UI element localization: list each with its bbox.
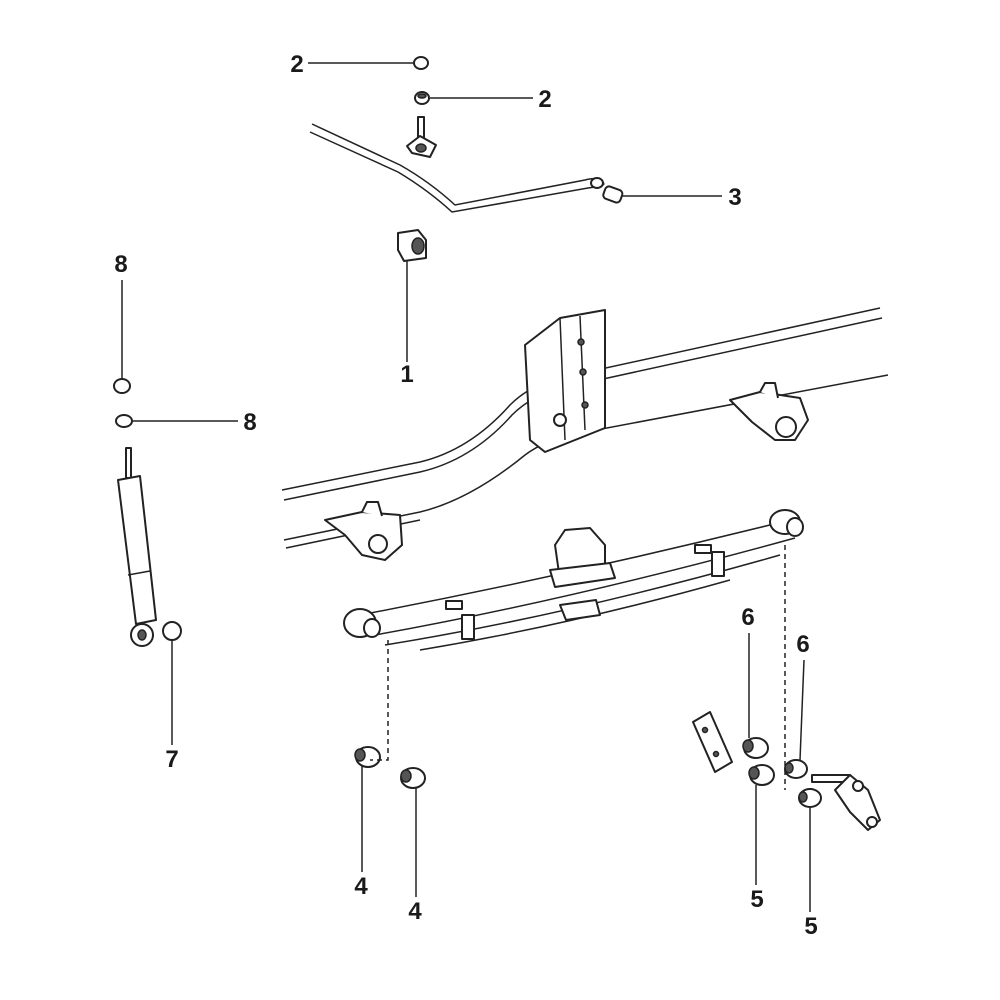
bushing-nut-2b bbox=[414, 91, 430, 105]
end-bushing-3 bbox=[602, 185, 624, 204]
vehicle-frame bbox=[281, 307, 889, 561]
leaf-spring bbox=[343, 509, 804, 651]
callout-5-right: 5 bbox=[804, 913, 818, 940]
callout-3: 3 bbox=[728, 184, 742, 211]
callout-8-upper: 8 bbox=[114, 251, 128, 278]
callout-8-lower: 8 bbox=[243, 409, 257, 436]
callout-2-upper: 2 bbox=[290, 51, 304, 78]
leader-lines bbox=[121, 62, 811, 912]
callout-6-left: 6 bbox=[741, 604, 755, 631]
callout-2-lower: 2 bbox=[538, 86, 552, 113]
shock-absorber bbox=[113, 378, 182, 647]
spring-bushings-4 bbox=[354, 746, 426, 789]
callout-6-right: 6 bbox=[796, 631, 810, 658]
callout-1: 1 bbox=[400, 361, 414, 388]
guide-line-front bbox=[370, 640, 389, 761]
callout-7: 7 bbox=[165, 746, 179, 773]
callout-4-left: 4 bbox=[354, 873, 368, 900]
stabilizer-link-bolt bbox=[406, 116, 437, 158]
stabilizer-bar bbox=[309, 123, 605, 213]
bushing-nut-2a bbox=[413, 56, 429, 70]
shackle-assembly bbox=[692, 711, 881, 831]
stabilizer-bushing-1 bbox=[397, 229, 427, 262]
callout-5-left: 5 bbox=[750, 886, 764, 913]
callout-4-right: 4 bbox=[408, 898, 422, 925]
